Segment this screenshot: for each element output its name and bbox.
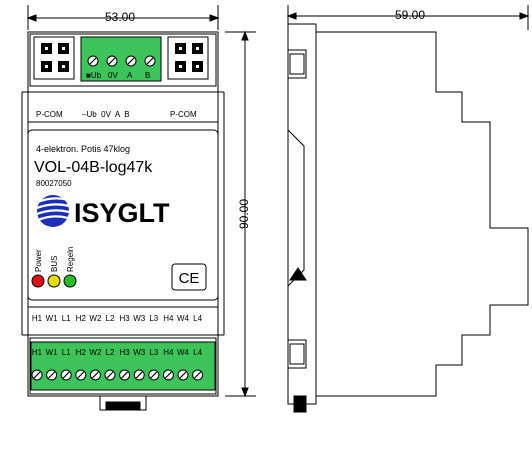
ce-mark: CE [179,270,200,287]
terminal-screw-icon [104,369,116,381]
terminal-label: W2 [89,314,102,323]
side-view [287,23,529,413]
label-bus-pins: –Ub 0V A B [82,110,130,119]
terminal-label: W3 [133,348,146,357]
terminal-screw-icon [177,369,189,381]
label-panel: 4-elektron. Potis 47klog VOL-04B-log47k … [27,129,219,301]
led-label: BUS [50,256,59,272]
terminal-label: H1 [32,314,43,323]
front-width-label: 53.00 [105,10,135,24]
label-pcom-left: P-COM [36,110,63,119]
terminal-screw-icon [75,369,87,381]
top-pin-label: 0V [108,71,118,80]
terminal-label: L2 [106,348,115,357]
led-label: Regeln [66,247,75,272]
status-leds: Power BUS Regeln [31,247,77,288]
status-led: Regeln [63,247,77,288]
side-width-label: 59.00 [395,8,425,22]
terminal-label: L3 [149,348,158,357]
brand-logo-text: ISYGLT [74,198,170,228]
globe-icon [36,195,70,227]
terminal-label: H4 [163,348,174,357]
top-pin-label: ■Ub [86,71,102,80]
terminal-label: W1 [46,348,59,357]
label-pcom-right: P-COM [170,110,197,119]
terminal-screw-icon [148,369,160,381]
side-width-dimension [286,5,530,30]
terminal-label: W4 [177,314,190,323]
device-model: VOL-04B-log47k [34,159,153,176]
terminal-label: H2 [76,314,87,323]
height-label: 90.00 [237,199,251,229]
terminal-screw-icon [106,55,118,67]
terminal-screw-icon [46,369,58,381]
terminal-screw-icon [89,369,101,381]
terminal-label: L4 [193,314,202,323]
top-pin-label: A [127,71,133,80]
terminal-label: L2 [106,314,115,323]
top-pin-label: B [145,71,150,80]
terminal-screw-icon [119,369,131,381]
terminal-screw-icon [60,369,72,381]
led-label: Power [34,249,43,272]
status-led: BUS [47,256,61,288]
terminal-screw-icon [133,369,145,381]
terminal-screw-icon [162,369,174,381]
terminal-label: L1 [62,348,71,357]
terminal-screw-icon [87,55,99,67]
top-terminal-block: ■Ub 0V A B [80,36,162,82]
terminal-screw-icon [192,369,204,381]
terminal-label: W1 [46,314,59,323]
terminal-label: L4 [193,348,202,357]
device-description: 4-elektron. Potis 47klog [36,144,130,154]
terminal-screw-icon [144,55,156,67]
terminal-label: W4 [177,348,190,357]
terminal-label: L3 [149,314,158,323]
terminal-label: H3 [119,348,130,357]
terminal-label: H1 [32,348,43,357]
terminal-screw-icon [125,55,137,67]
terminal-label: H4 [163,314,174,323]
terminal-label: L1 [62,314,71,323]
height-dimension [225,30,256,398]
front-width-dimension [26,5,220,30]
terminal-screw-icon [31,369,43,381]
terminal-label: H3 [119,314,130,323]
left-bus-socket [33,36,75,80]
terminal-label: H2 [76,348,87,357]
terminal-label: W2 [89,348,102,357]
article-number: 80027050 [36,179,72,188]
terminal-label: W3 [133,314,146,323]
status-led: Power [31,249,45,288]
right-bus-socket [167,36,209,80]
